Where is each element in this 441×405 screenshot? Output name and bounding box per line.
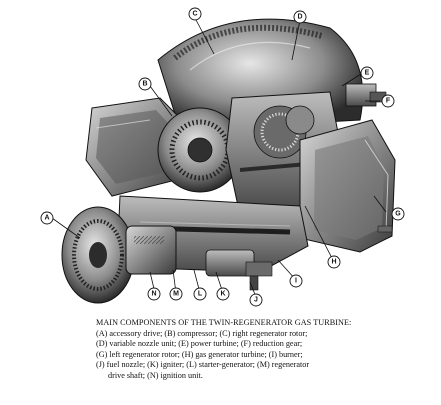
callout-e: E (360, 66, 374, 80)
power-turbine-housing (345, 83, 387, 107)
callout-d-label: D (297, 14, 302, 21)
caption-line: drive shaft; (N) ignition unit. (108, 370, 203, 380)
caption-line: (D) variable nozzle unit; (E) power turb… (96, 339, 303, 348)
caption-title: MAIN COMPONENTS OF THE TWIN-REGENERATOR … (96, 318, 352, 327)
callout-b: B (138, 77, 152, 91)
callout-n: N (147, 287, 161, 301)
callout-f: F (381, 94, 395, 108)
callout-b-label: B (142, 81, 147, 88)
accessory-drive-assembly (61, 206, 177, 304)
callout-i-label: I (295, 278, 297, 285)
exhaust-stub (377, 225, 393, 233)
caption-line: (G) left regenerator rotor; (H) gas gene… (96, 349, 303, 359)
callout-f-label: F (386, 98, 391, 105)
burner-assembly (205, 249, 273, 291)
callout-m-label: M (173, 291, 179, 298)
callout-g-label: G (395, 211, 401, 218)
callout-k-label: K (220, 291, 225, 298)
callout-l-label: L (198, 291, 203, 298)
callout-d: D (293, 10, 307, 24)
callout-c-label: C (192, 11, 197, 18)
caption-line: (A) accessory drive; (B) compressor; (C)… (96, 328, 308, 338)
callout-j: J (249, 293, 263, 307)
callout-g: G (391, 207, 405, 221)
callout-j-label: J (254, 297, 258, 304)
callout-h-label: H (331, 259, 336, 266)
callout-n-label: N (151, 291, 156, 298)
callout-l: L (193, 287, 207, 301)
callout-h: H (327, 255, 341, 269)
callout-e-label: E (365, 70, 370, 77)
callout-a-label: A (44, 215, 49, 222)
callout-m: M (169, 287, 183, 301)
figure-caption: MAIN COMPONENTS OF THE TWIN-REGENERATOR … (96, 318, 436, 381)
caption-line: (J) fuel nozzle; (K) igniter; (L) starte… (96, 360, 310, 369)
left-regenerator-rotor (299, 119, 396, 253)
callout-a: A (40, 211, 54, 225)
callout-k: K (216, 287, 230, 301)
callout-c: C (188, 7, 202, 21)
callout-i: I (289, 274, 303, 288)
